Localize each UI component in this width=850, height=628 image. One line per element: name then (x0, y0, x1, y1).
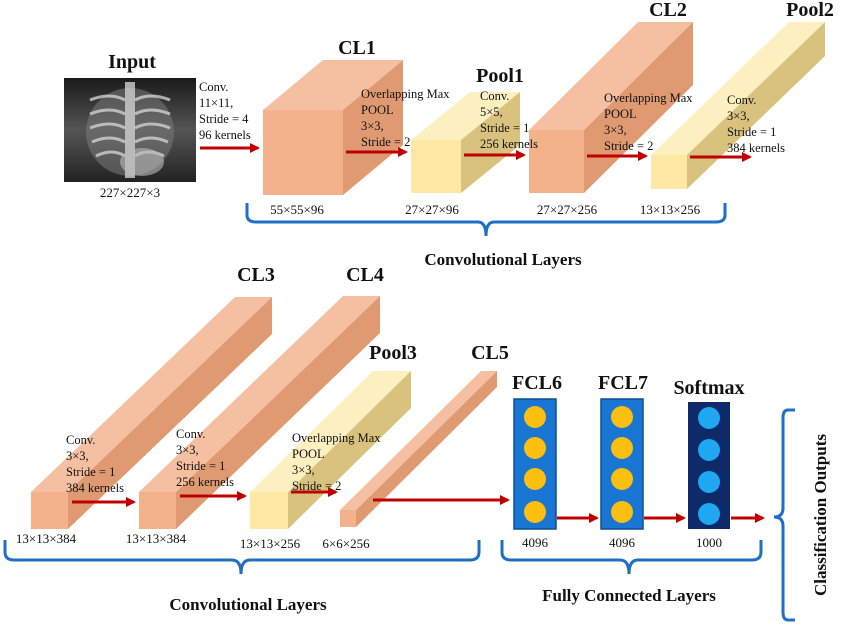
cl4-dims: 13×13×384 (126, 531, 187, 546)
svg-text:384 kernels: 384 kernels (727, 141, 785, 155)
softmax-units: 1000 (696, 535, 722, 550)
svg-text:3×3,: 3×3, (604, 123, 627, 137)
cl5-block (340, 371, 497, 527)
softmax-layer (688, 402, 730, 529)
svg-text:3×3,: 3×3, (727, 109, 750, 123)
svg-text:Stride = 1: Stride = 1 (480, 121, 529, 135)
cl1-block (263, 60, 403, 195)
cl2-dims: 27×27×256 (537, 202, 598, 217)
svg-text:Overlapping Max: Overlapping Max (361, 87, 450, 101)
svg-text:Conv.: Conv. (199, 80, 228, 94)
input-dims: 227×227×3 (100, 185, 160, 200)
svg-text:Stride = 1: Stride = 1 (176, 459, 225, 473)
svg-text:3×3,: 3×3, (66, 449, 89, 463)
row1-group-label: Convolutional Layers (424, 250, 582, 269)
svg-text:5×5,: 5×5, (480, 105, 503, 119)
op-cl1-pool1-note: Overlapping Max POOL 3×3, Stride = 2 (361, 87, 450, 149)
svg-text:POOL: POOL (361, 103, 394, 117)
pool3-dims: 13×13×256 (240, 536, 301, 551)
fcl6-layer (513, 398, 557, 530)
op-cl4-pool3-note: Overlapping Max POOL 3×3, Stride = 2 (292, 431, 381, 493)
row2-arrows (72, 487, 510, 507)
op-cl3-cl4-note: Conv. 3×3, Stride = 1 256 kernels (176, 427, 234, 489)
svg-text:256 kernels: 256 kernels (480, 137, 538, 151)
cl4-block (139, 296, 380, 529)
pool3-title: Pool3 (369, 342, 417, 364)
cl4-title: CL4 (346, 264, 384, 286)
svg-text:Stride = 1: Stride = 1 (66, 465, 115, 479)
cl3-block (31, 297, 272, 529)
op-pool1-cl2-note: Conv. 5×5, Stride = 1 256 kernels (480, 89, 538, 151)
svg-text:Conv.: Conv. (66, 433, 95, 447)
svg-text:POOL: POOL (292, 447, 325, 461)
cl1-dims: 55×55×96 (270, 202, 324, 217)
pool1-title: Pool1 (476, 65, 524, 87)
svg-text:Overlapping Max: Overlapping Max (292, 431, 381, 445)
row1-arrows (200, 143, 752, 162)
svg-text:Stride = 2: Stride = 2 (292, 479, 341, 493)
fcl7-units: 4096 (609, 535, 636, 550)
cl5-title: CL5 (471, 342, 509, 364)
row1-brace (245, 203, 727, 237)
fc-brace (500, 540, 763, 575)
cl3-dims: 13×13×384 (16, 531, 77, 546)
svg-text:Stride = 2: Stride = 2 (361, 135, 410, 149)
svg-text:Conv.: Conv. (480, 89, 509, 103)
row2-brace (3, 540, 481, 575)
cl2-block (529, 22, 693, 193)
svg-text:Conv.: Conv. (727, 93, 756, 107)
svg-text:11×11,: 11×11, (199, 96, 233, 110)
fcl7-layer (600, 398, 644, 530)
cl1-title: CL1 (338, 37, 376, 59)
svg-text:Conv.: Conv. (176, 427, 205, 441)
outputs-brace (773, 408, 795, 622)
svg-text:Overlapping Max: Overlapping Max (604, 91, 693, 105)
svg-text:3×3,: 3×3, (292, 463, 315, 477)
op-input-cl1-note: Conv. 11×11, Stride = 4 96 kernels (199, 80, 251, 142)
fcl7-title: FCL7 (598, 372, 648, 394)
softmax-title: Softmax (673, 377, 744, 399)
op-cl2-pool2-note: Overlapping Max POOL 3×3, Stride = 2 (604, 91, 693, 153)
pool1-block (411, 92, 520, 193)
row2-group-label: Convolutional Layers (169, 595, 327, 614)
fcl6-units: 4096 (522, 535, 549, 550)
svg-text:96 kernels: 96 kernels (199, 128, 251, 142)
svg-text:3×3,: 3×3, (361, 119, 384, 133)
op-in-cl3-note: Conv. 3×3, Stride = 1 384 kernels (66, 433, 124, 495)
svg-text:256 kernels: 256 kernels (176, 475, 234, 489)
op-pool2-out-note: Conv. 3×3, Stride = 1 384 kernels (727, 93, 785, 155)
svg-text:Stride = 1: Stride = 1 (727, 125, 776, 139)
xray-image-icon (64, 78, 196, 182)
cl2-title: CL2 (649, 0, 687, 21)
input-title: Input (108, 51, 156, 73)
svg-text:384 kernels: 384 kernels (66, 481, 124, 495)
pool2-dims: 13×13×256 (640, 202, 701, 217)
svg-text:Stride = 4: Stride = 4 (199, 112, 249, 126)
svg-text:POOL: POOL (604, 107, 637, 121)
fcl6-title: FCL6 (512, 372, 562, 394)
fc-group-label: Fully Connected Layers (542, 586, 716, 605)
classification-outputs-label: Classification Outputs (811, 434, 830, 596)
svg-text:Stride = 2: Stride = 2 (604, 139, 653, 153)
pool3-block (250, 371, 411, 529)
pool1-dims: 27×27×96 (405, 202, 459, 217)
cl3-title: CL3 (237, 264, 275, 286)
cl5-dims: 6×6×256 (322, 536, 370, 551)
pool2-block (651, 22, 825, 189)
pool2-title: Pool2 (786, 0, 834, 21)
svg-text:3×3,: 3×3, (176, 443, 199, 457)
